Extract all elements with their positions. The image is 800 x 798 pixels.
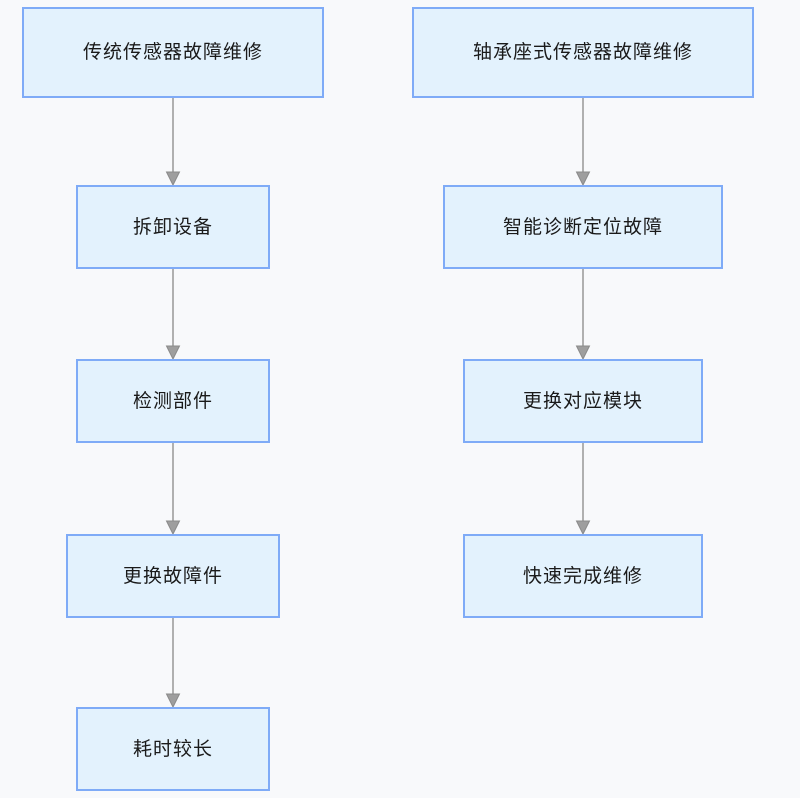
flow-arrow-l2-to-l3: [163, 269, 183, 361]
flow-arrow-l4-to-l5: [163, 618, 183, 709]
flow-node-label: 轴承座式传感器故障维修: [472, 42, 693, 63]
flow-node-label: 耗时较长: [132, 738, 213, 760]
flow-node-label: 检测部件: [132, 390, 213, 412]
flow-node-l5[interactable]: 耗时较长: [76, 707, 270, 791]
flow-arrow-r2-to-r3: [573, 269, 593, 361]
flow-node-l3[interactable]: 检测部件: [76, 359, 270, 443]
flow-node-label: 拆卸设备: [132, 216, 213, 238]
flow-node-l4[interactable]: 更换故障件: [66, 534, 280, 618]
flow-node-label: 快速完成维修: [522, 565, 643, 587]
flow-arrow-l1-to-l2: [163, 98, 183, 187]
flow-arrow-l3-to-l4: [163, 443, 183, 536]
flow-node-l1[interactable]: 传统传感器故障维修: [22, 7, 324, 98]
flow-node-r4[interactable]: 快速完成维修: [463, 534, 703, 618]
flow-node-r3[interactable]: 更换对应模块: [463, 359, 703, 443]
flow-node-label: 更换故障件: [122, 565, 223, 587]
flow-arrow-r3-to-r4: [573, 443, 593, 536]
flow-arrow-r1-to-r2: [573, 98, 593, 187]
flow-node-label: 智能诊断定位故障: [502, 216, 663, 238]
flow-node-label: 传统传感器故障维修: [82, 42, 263, 63]
flow-node-label: 更换对应模块: [522, 390, 643, 412]
flow-node-r2[interactable]: 智能诊断定位故障: [443, 185, 723, 269]
flow-node-r1[interactable]: 轴承座式传感器故障维修: [412, 7, 754, 98]
flow-node-l2[interactable]: 拆卸设备: [76, 185, 270, 269]
